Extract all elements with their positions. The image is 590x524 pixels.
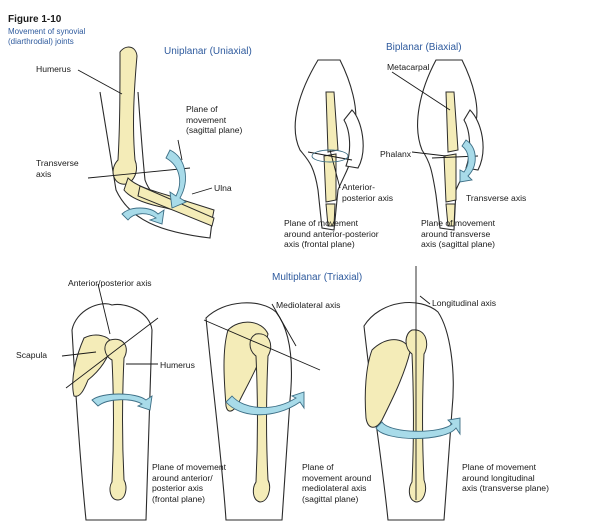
label-anterior-posterior-axis: Anterior- posterior axis (342, 182, 394, 203)
label-scapula: Scapula (16, 350, 48, 360)
figure-number: Figure 1-10 (8, 14, 62, 25)
header-biplanar: Biplanar (Biaxial) (386, 42, 462, 53)
label-phalanx: Phalanx (380, 149, 412, 159)
label-ulna: Ulna (214, 183, 232, 193)
label-transverse-axis-left: Transverse axis (36, 158, 79, 179)
finger-illustration-frontal (294, 59, 364, 231)
label-metacarpal: Metacarpal (387, 62, 430, 72)
humerus-bone (112, 46, 138, 185)
metacarpal-bone-b (445, 91, 459, 153)
label-anterior-posterior-axis-bottom: Anterior/posterior axis (68, 278, 152, 288)
header-uniplanar: Uniplanar (Uniaxial) (164, 46, 252, 57)
scapula-bone-c (364, 339, 411, 428)
finger-illustration-sagittal (391, 59, 484, 231)
label-mediolateral-axis: Mediolateral axis (276, 300, 341, 310)
rotation-arrow-transverse (121, 207, 165, 225)
scapula-bone-a (72, 334, 113, 397)
metacarpal-bone-a (325, 91, 339, 153)
label-humerus-bottom: Humerus (160, 360, 195, 370)
header-multiplanar: Multiplanar (Triaxial) (272, 272, 363, 283)
shoulder-illustration-frontal (61, 283, 159, 521)
caption-multi-transverse: Plane of movement around longitudinal ax… (462, 462, 549, 493)
rotation-arrow-sagittal (165, 149, 187, 209)
caption-multi-sagittal: Plane of movement around mediolateral ax… (302, 462, 372, 504)
label-plane-of-movement: Plane of movement (sagittal plane) (186, 104, 243, 135)
caption-biplanar-sagittal: Plane of movement around transverse axis… (421, 218, 496, 249)
label-transverse-axis-right: Transverse axis (466, 193, 527, 203)
label-humerus-top: Humerus (36, 64, 71, 74)
figure-subtitle: Movement of synovial (diarthrodial) join… (8, 27, 86, 46)
humerus-bone-a (104, 338, 127, 501)
elbow-illustration (77, 46, 215, 239)
shoulder-illustration-transverse (363, 266, 461, 521)
humerus-bone-b (249, 333, 272, 503)
caption-biplanar-frontal: Plane of movement around anterior-poster… (284, 218, 379, 249)
label-longitudinal-axis: Longitudinal axis (432, 298, 497, 308)
caption-multi-frontal: Plane of movement around anterior/ poste… (152, 462, 227, 504)
shoulder-illustration-sagittal (203, 302, 321, 521)
